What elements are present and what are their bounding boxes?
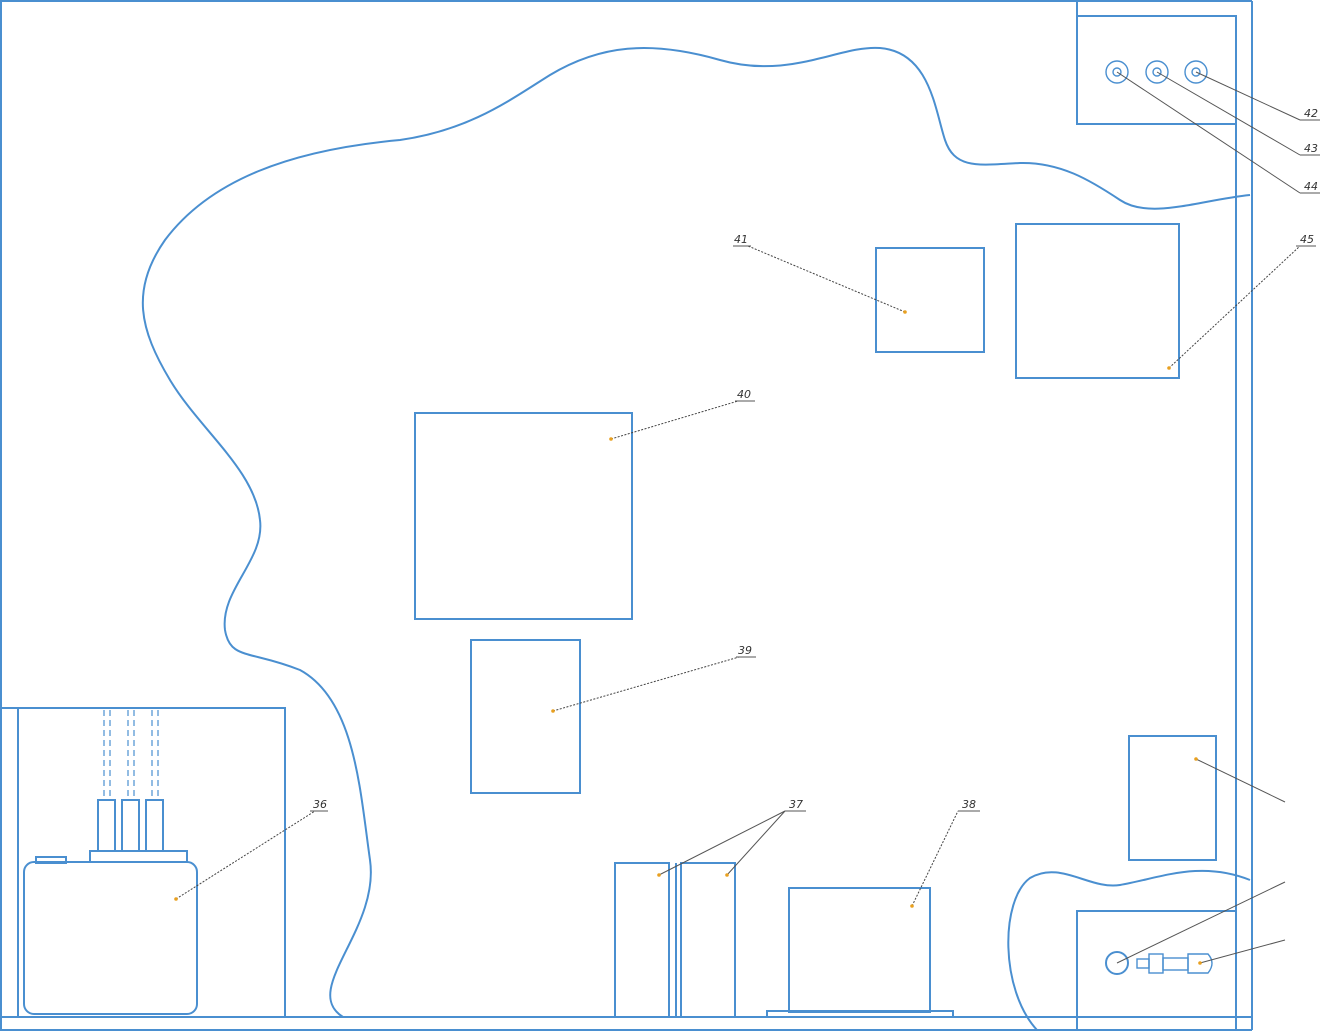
block-38 (766, 887, 954, 1018)
block-37 (614, 862, 736, 1018)
leader-markers (174, 310, 1202, 965)
callout-44: 44 (1304, 180, 1318, 193)
callout-38: 38 (962, 798, 976, 811)
callout-43: 43 (1304, 142, 1318, 155)
block-right-mid (1128, 735, 1217, 861)
room-outline (0, 0, 1253, 1031)
top-right-panel (1076, 1, 1237, 125)
block-40 (414, 412, 633, 620)
zone-boundary (141, 46, 1251, 1018)
block-39 (470, 639, 581, 794)
callout-41: 41 (734, 233, 748, 246)
valve-icon (1187, 953, 1213, 974)
block-36 (0, 707, 286, 1018)
callout-42: 42 (1304, 107, 1318, 120)
socket-44-icon (1105, 60, 1129, 84)
block-41 (875, 247, 985, 353)
block-45 (1015, 223, 1180, 379)
bottom-right-unit (1007, 869, 1251, 1031)
callout-40: 40 (737, 388, 751, 401)
socket-42-icon (1184, 60, 1208, 84)
leaders (175, 71, 1320, 964)
callout-39: 39 (738, 644, 752, 657)
socket-43-icon (1145, 60, 1169, 84)
callout-37: 37 (789, 798, 803, 811)
callout-36: 36 (313, 798, 327, 811)
pipe-outlet-icon (1105, 951, 1129, 975)
callout-45: 45 (1300, 233, 1314, 246)
